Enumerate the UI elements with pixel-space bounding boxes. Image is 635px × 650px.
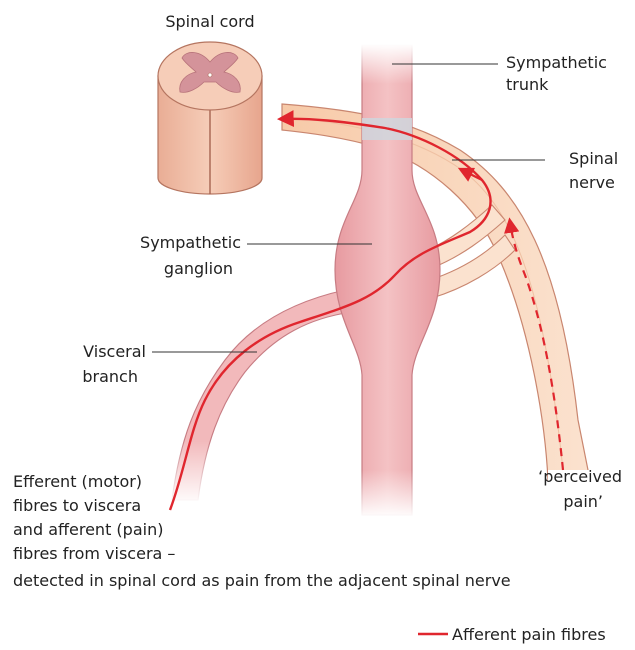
label-efferent-line5: detected in spinal cord as pain from the… (13, 571, 511, 590)
visceral-branch (165, 290, 352, 505)
rami-communicantes (428, 205, 515, 298)
spinal-cord (158, 42, 262, 194)
label-efferent-line2: fibres to viscera (13, 496, 141, 515)
label-sympathetic-trunk-line1: Sympathetic (506, 53, 607, 72)
label-spinal-nerve-line1: Spinal (569, 149, 618, 168)
label-efferent-line1: Efferent (motor) (13, 472, 142, 491)
label-spinal-cord: Spinal cord (165, 12, 254, 31)
legend: Afferent pain fibres (418, 625, 606, 644)
label-sympathetic-ganglion-line1: Sympathetic (140, 233, 241, 252)
central-canal (208, 73, 212, 77)
label-visceral-branch-line2: branch (82, 367, 138, 386)
label-visceral-branch-line1: Visceral (83, 342, 146, 361)
label-efferent-line3: and afferent (pain) (13, 520, 163, 539)
label-perceived-pain-line1: ‘perceived (538, 467, 622, 486)
legend-label: Afferent pain fibres (452, 625, 606, 644)
label-sympathetic-trunk-line2: trunk (506, 75, 549, 94)
label-perceived-pain-line2: pain’ (563, 492, 603, 511)
label-efferent-line4: fibres from viscera – (13, 544, 175, 563)
label-sympathetic-ganglion-line2: ganglion (164, 259, 233, 278)
label-spinal-nerve-line2: nerve (569, 173, 615, 192)
trunk-bottom-fade (360, 470, 414, 518)
